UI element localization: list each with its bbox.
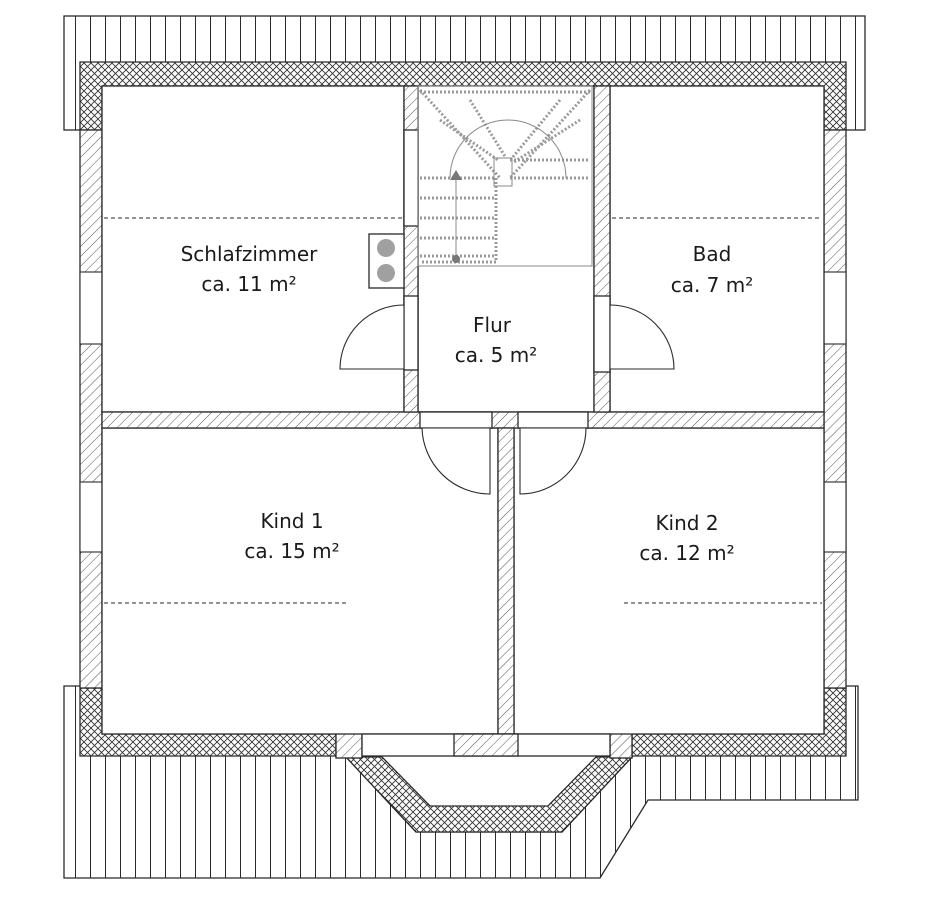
room-kind1[interactable] xyxy=(101,427,499,735)
label-bad-name: Bad xyxy=(693,242,732,266)
door-schlafzimmer[interactable] xyxy=(339,304,405,370)
appliance-box xyxy=(368,233,405,289)
interior-walls xyxy=(101,85,825,735)
staircase xyxy=(417,85,593,267)
room-kind2[interactable] xyxy=(513,427,825,735)
label-schlafzimmer-area: ca. 11 m² xyxy=(201,272,296,296)
label-kind2-area: ca. 12 m² xyxy=(639,541,734,565)
door-kind2[interactable] xyxy=(519,427,587,495)
door-bad[interactable] xyxy=(609,304,675,370)
label-kind2-name: Kind 2 xyxy=(655,511,718,535)
label-flur-area: ca. 5 m² xyxy=(455,343,538,367)
room-labels: Schlafzimmer ca. 11 m² Bad ca. 7 m² Flur… xyxy=(181,242,754,565)
rooms xyxy=(101,85,825,735)
label-schlafzimmer-name: Schlafzimmer xyxy=(181,242,319,266)
label-kind1-name: Kind 1 xyxy=(260,509,323,533)
label-bad-area: ca. 7 m² xyxy=(671,273,754,297)
label-kind1-area: ca. 15 m² xyxy=(244,539,339,563)
bottom-wall xyxy=(361,733,611,757)
side-windows xyxy=(79,271,847,553)
slope-lines xyxy=(104,217,822,604)
door-kind1[interactable] xyxy=(421,427,491,495)
doors xyxy=(339,304,675,495)
label-flur-name: Flur xyxy=(473,313,512,337)
